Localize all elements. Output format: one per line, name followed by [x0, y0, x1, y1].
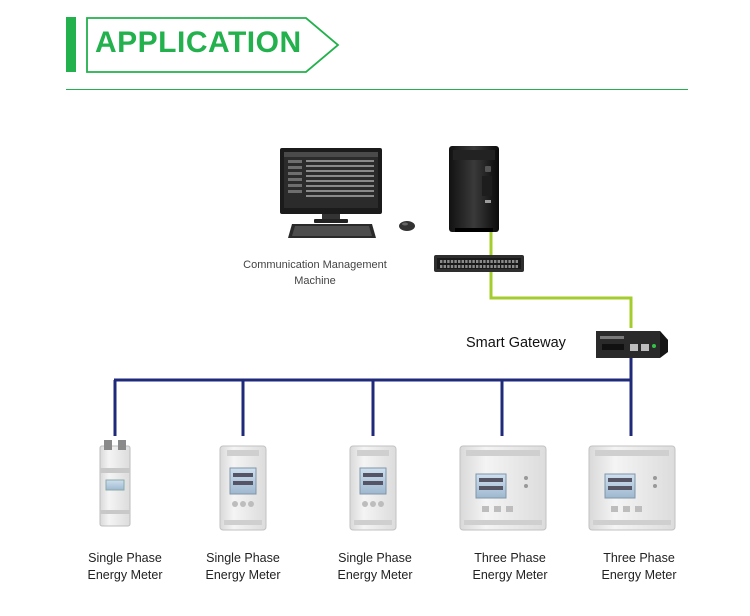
switch-port	[501, 260, 504, 263]
switch-port	[458, 260, 461, 263]
switch-port	[440, 260, 443, 263]
meter-5-icon	[588, 445, 676, 531]
meter-3-label: Single Phase Energy Meter	[315, 550, 435, 584]
mouse-icon	[399, 221, 415, 231]
switch-port	[440, 265, 443, 268]
meter-1-label: Single Phase Energy Meter	[65, 550, 185, 584]
switch-port	[497, 265, 500, 268]
switch-port	[476, 265, 479, 268]
meter-1-icon	[99, 440, 131, 527]
management-machine-label-line-1: Communication Management	[243, 259, 387, 271]
switch-port	[454, 260, 457, 263]
meter-5-label-line-1: Three Phase	[603, 551, 675, 565]
switch-port	[494, 265, 497, 268]
switch-port	[465, 265, 468, 268]
header-accent-bar	[66, 17, 76, 72]
switch-port	[443, 260, 446, 263]
header-divider	[66, 89, 688, 90]
switch-port	[447, 260, 450, 263]
smart-gateway-icon	[596, 331, 668, 358]
switch-port	[504, 265, 508, 268]
switch-port	[515, 260, 518, 263]
switch-port	[472, 265, 475, 268]
switch-port	[443, 265, 446, 268]
switch-port	[483, 265, 486, 268]
meter-2-icon	[219, 445, 267, 531]
switch-port	[490, 265, 493, 268]
meter-5-label: Three Phase Energy Meter	[579, 550, 699, 584]
switch-port	[461, 265, 464, 268]
meter-4-label-line-1: Three Phase	[474, 551, 546, 565]
switch-port	[512, 260, 515, 263]
switch-port	[512, 265, 515, 268]
meter-4-icon	[459, 445, 547, 531]
management-machine-label-line-2: Machine	[294, 275, 336, 287]
switch-port	[450, 265, 454, 268]
smart-gateway-label: Smart Gateway	[466, 335, 566, 351]
meter-5-label-line-2: Energy Meter	[601, 568, 677, 582]
ethernet-links	[489, 232, 633, 328]
meter-3-label-line-1: Single Phase	[338, 551, 412, 565]
meter-1-label-line-2: Energy Meter	[87, 568, 163, 582]
meter-2-label-line-1: Single Phase	[206, 551, 280, 565]
switch-port	[508, 265, 511, 268]
meter-bus	[113, 356, 633, 436]
switch-port	[479, 260, 482, 263]
switch-port	[447, 265, 450, 268]
page-title: APPLICATION	[95, 26, 302, 59]
switch-port	[461, 260, 464, 263]
switch-port	[486, 260, 490, 263]
switch-port	[504, 260, 508, 263]
switch-port	[501, 265, 504, 268]
switch-port	[515, 265, 518, 268]
switch-port	[483, 260, 486, 263]
switch-port	[465, 260, 468, 263]
switch-port	[490, 260, 493, 263]
switch-to-gateway-link	[489, 272, 633, 328]
meter-3-label-line-2: Energy Meter	[337, 568, 413, 582]
switch-port	[450, 260, 454, 263]
switch-port	[476, 260, 479, 263]
meter-2-label-line-2: Energy Meter	[205, 568, 281, 582]
meter-4-label-line-2: Energy Meter	[472, 568, 548, 582]
keyboard-icon	[288, 224, 376, 238]
network-switch-icon	[434, 255, 524, 272]
management-machine-label: Communication Management Machine	[240, 257, 390, 289]
switch-port	[508, 260, 511, 263]
switch-port	[468, 265, 472, 268]
meter-3-icon	[349, 445, 397, 531]
switch-port	[486, 265, 490, 268]
switch-port	[494, 260, 497, 263]
switch-port	[468, 260, 472, 263]
meter-1-label-line-1: Single Phase	[88, 551, 162, 565]
switch-port	[497, 260, 500, 263]
meter-4-label: Three Phase Energy Meter	[450, 550, 570, 584]
server-tower-icon	[449, 146, 499, 232]
header-title-frame	[86, 17, 340, 73]
switch-port	[472, 260, 475, 263]
switch-port	[454, 265, 457, 268]
meter-2-label: Single Phase Energy Meter	[183, 550, 303, 584]
switch-port	[479, 265, 482, 268]
monitor-icon	[280, 148, 382, 223]
switch-port	[458, 265, 461, 268]
